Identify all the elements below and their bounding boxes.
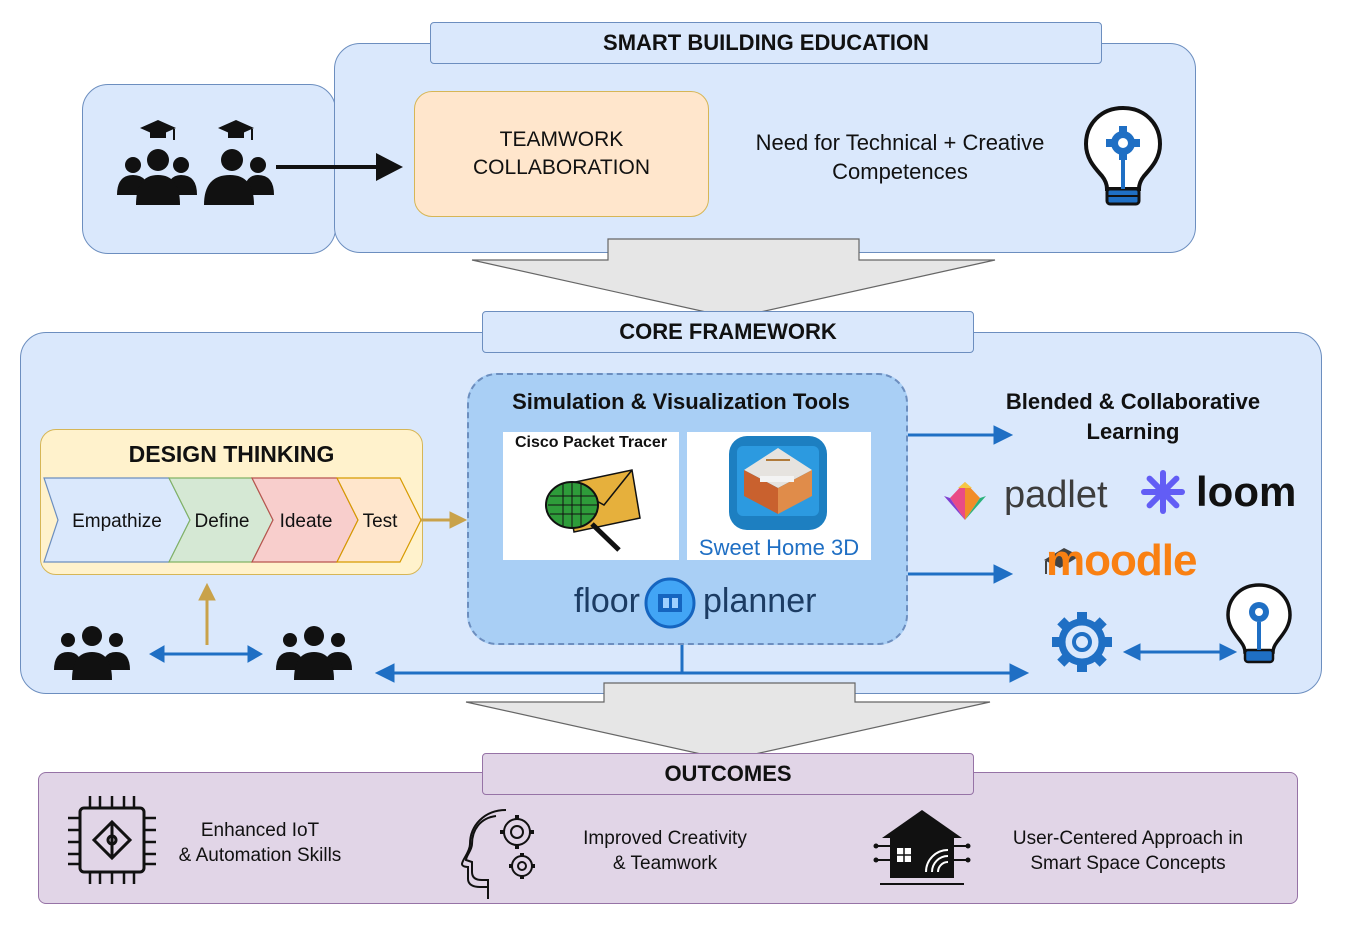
outcomes-title: OUTCOMES xyxy=(482,753,974,795)
down-arrow-bottom xyxy=(465,682,991,761)
outcome-iot-line2: & Automation Skills xyxy=(178,845,342,866)
outcomes-title-text: OUTCOMES xyxy=(664,761,792,786)
outcome-user-centered: User-Centered Approach in Smart Space Co… xyxy=(988,824,1268,878)
teamwork-line1: TEAMWORK xyxy=(499,128,624,151)
floorplanner-right-text: planner xyxy=(703,582,843,624)
teamwork-collaboration-box: TEAMWORK COLLABORATION xyxy=(414,91,709,217)
moodle-wordmark: moodle xyxy=(1046,536,1216,590)
smart-building-title: SMART BUILDING EDUCATION xyxy=(430,22,1102,64)
outcome-creativity-line1: Improved Creativity xyxy=(583,828,747,849)
teamwork-line2: COLLABORATION xyxy=(473,156,650,179)
outcome-iot: Enhanced IoT & Automation Skills xyxy=(158,816,362,870)
step-ideate: Ideate xyxy=(270,505,342,539)
design-thinking-title-text: DESIGN THINKING xyxy=(128,440,335,467)
floorplanner-right-label: planner xyxy=(703,582,817,620)
step-empathize: Empathize xyxy=(62,505,172,539)
tools-title: Simulation & Visualization Tools xyxy=(467,386,895,418)
padlet-wordmark: padlet xyxy=(1004,474,1114,524)
design-thinking-title: DESIGN THINKING xyxy=(40,437,423,471)
step-define: Define xyxy=(186,505,258,539)
tools-title-text: Simulation & Visualization Tools xyxy=(512,389,850,414)
outcome-creativity: Improved Creativity & Teamwork xyxy=(560,824,770,878)
competences-line2: Competences xyxy=(832,159,968,184)
padlet-text: padlet xyxy=(1004,474,1108,516)
step-define-label: Define xyxy=(194,511,250,532)
blended-learning-title: Blended & Collaborative Learning xyxy=(970,386,1296,448)
competences-line1: Need for Technical + Creative xyxy=(755,130,1045,155)
outcome-user-centered-line2: Smart Space Concepts xyxy=(1030,853,1226,874)
sweethome-label: Sweet Home 3D xyxy=(687,534,871,562)
moodle-text: moodle xyxy=(1046,536,1197,585)
cisco-label-text: Cisco Packet Tracer xyxy=(514,434,668,451)
step-test: Test xyxy=(352,505,408,539)
step-empathize-label: Empathize xyxy=(72,511,162,532)
step-test-label: Test xyxy=(362,511,398,532)
loom-wordmark: loom xyxy=(1196,468,1306,518)
core-framework-title: CORE FRAMEWORK xyxy=(482,311,974,353)
competences-text: Need for Technical + Creative Competence… xyxy=(724,124,1076,190)
smart-building-title-text: SMART BUILDING EDUCATION xyxy=(603,30,929,55)
outcome-user-centered-line1: User-Centered Approach in xyxy=(1012,828,1244,849)
floorplanner-left-text: floor xyxy=(560,582,640,624)
loom-text: loom xyxy=(1196,468,1297,515)
cisco-label: Cisco Packet Tracer xyxy=(503,432,679,454)
floorplanner-left-label: floor xyxy=(573,582,640,620)
outcome-creativity-line2: & Teamwork xyxy=(612,853,718,874)
step-ideate-label: Ideate xyxy=(279,511,333,532)
core-framework-title-text: CORE FRAMEWORK xyxy=(619,319,837,344)
outcome-iot-line1: Enhanced IoT xyxy=(200,820,320,841)
blended-title-line2: Learning xyxy=(1086,419,1180,444)
students-panel xyxy=(82,84,336,254)
sweethome-label-text: Sweet Home 3D xyxy=(698,535,860,560)
blended-title-line1: Blended & Collaborative xyxy=(1005,389,1261,414)
